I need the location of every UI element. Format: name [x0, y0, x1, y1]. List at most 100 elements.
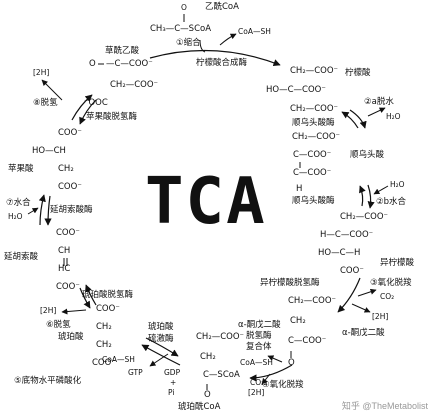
arrow-step3 — [337, 277, 361, 313]
step3-label: ③氧化脱羧 — [370, 278, 412, 288]
arrow-step2a-back — [341, 111, 359, 129]
label-oxaloacetate: 草酰乙酸 — [105, 46, 140, 56]
citrate-line2: HO—C—COO⁻ — [266, 85, 326, 95]
mal-line1: COO⁻ — [58, 128, 82, 138]
label-akg: α-酮戊二酸 — [342, 328, 385, 338]
citrate-line3: CH₂—COO⁻ — [290, 104, 339, 114]
mal-line2: HO—CH — [32, 146, 66, 156]
fum-line4: COO⁻ — [56, 282, 80, 292]
acetyl-formula: CH₃—C—SCoA — [150, 24, 212, 34]
iso-line1: CH₂—COO⁻ — [340, 212, 389, 222]
step5-label: ⑤底物水平磷酸化 — [14, 376, 82, 386]
arrow-2h-sdh — [61, 308, 87, 315]
arrow-step6 — [85, 284, 97, 306]
step7-label: ⑦水合 — [6, 198, 31, 208]
iso-line4: COO⁻ — [340, 266, 364, 276]
cis-line2: C—COO⁻ — [293, 150, 332, 160]
mal-line4: COO⁻ — [58, 182, 82, 192]
acetyl-carbonyl-o: O — [181, 3, 187, 12]
enzyme-akgdh-2: 脱氢酶 — [246, 331, 272, 341]
step6-label: ⑥脱氢 — [46, 320, 71, 330]
arrow-step8-back — [79, 99, 97, 125]
succoa-line3: C—SCoA — [203, 370, 240, 380]
arrow-step1 — [149, 49, 281, 67]
arrow-step2a — [349, 109, 367, 129]
cofactor-2h-idh: [2H] — [372, 312, 389, 321]
label-fumarate: 延胡索酸 — [4, 252, 39, 262]
label-succinate: 琥珀酸 — [58, 332, 84, 342]
coa-sh-top: CoA—SH — [238, 27, 271, 36]
akg-line1: CH₂—COO⁻ — [288, 296, 337, 306]
enzyme-citrate-synthase: 柠檬酸合成酶 — [196, 58, 248, 68]
enzyme-fumarase: 延胡索酸酶 — [50, 205, 93, 215]
cis-h: H — [296, 184, 303, 194]
fum-line1: COO⁻ — [56, 228, 80, 238]
step8-label: ⑧脱氢 — [33, 98, 58, 108]
cofactor-plus: + — [170, 378, 177, 387]
cis-line3: C—COO⁻ — [293, 168, 332, 178]
arrow-step2b-back — [359, 185, 366, 207]
enzyme-sdh: 琥珀酸脱氢酶 — [82, 290, 134, 300]
arrow-coa-akg — [267, 355, 283, 363]
arrow-co2-akg — [261, 373, 271, 385]
oaa-o: O — [89, 59, 96, 69]
label-cis-aconitate: 顺乌头酸 — [350, 150, 385, 160]
enzyme-akgdh-3: 复合体 — [246, 342, 272, 352]
suc-line2: CH₂ — [96, 322, 112, 332]
label-acetyl-coa: 乙酰CoA — [205, 2, 239, 12]
arrow-step4 — [249, 364, 293, 382]
citrate-line1: CH₂—COO⁻ — [290, 66, 339, 76]
cofactor-coa-akg: CoA—SH — [240, 358, 273, 367]
enzyme-aconitase-a: 顺乌头酸酶 — [292, 118, 335, 128]
step1-label: ①缩合 — [176, 38, 201, 48]
arrow-step8 — [71, 94, 93, 121]
arrow-h2o-2b — [373, 185, 389, 195]
arrow-acetylcoa-in — [199, 39, 206, 53]
cofactor-2h-sdh: [2H] — [40, 306, 57, 315]
cofactor-2h-mdh: [2H] — [33, 68, 50, 77]
label-citrate: 柠檬酸 — [345, 68, 371, 78]
suc-line4: COO⁻ — [92, 358, 116, 368]
step4-label: ④氧化脱羧 — [262, 380, 304, 390]
arrow-2h-mdh — [41, 79, 63, 101]
arrow-coa-out — [219, 33, 237, 46]
label-isocitrate: 异柠檬酸 — [380, 258, 415, 268]
oaa-line1: —C—COO⁻ — [106, 59, 153, 69]
cis-line1: CH₂—COO⁻ — [292, 132, 341, 142]
label-succinyl-coa: 琥珀酰CoA — [178, 402, 221, 412]
label-malate: 苹果酸 — [8, 164, 34, 174]
arrow-gtp — [149, 353, 169, 367]
iso-line2: H—C—COO⁻ — [320, 230, 374, 240]
succoa-line2: CH₂ — [200, 352, 216, 362]
cofactor-pi: Pi — [168, 388, 175, 397]
oaa-ooc: ⁻OOC — [84, 98, 108, 108]
arrow-step5-back — [145, 337, 179, 357]
arrow-step2b — [367, 184, 375, 209]
arrow-2h-idh — [351, 303, 371, 313]
cofactor-coa-succ: CoA—SH — [102, 355, 135, 364]
fum-line3: HC — [58, 264, 71, 274]
arrow-step7-back — [44, 195, 52, 226]
cofactor-gdp: GDP — [164, 368, 181, 377]
arrow-step5 — [141, 344, 181, 366]
arrow-step6-back — [79, 287, 91, 309]
arrow-h2o-7 — [27, 207, 39, 215]
oaa-line2: CH₂—COO⁻ — [110, 80, 159, 90]
akg-line2: CH₂ — [290, 316, 306, 326]
succoa-line1: CH₂—COO⁻ — [196, 332, 245, 342]
cofactor-co2-idh: CO₂ — [380, 292, 395, 301]
suc-line3: CH₂ — [96, 340, 112, 350]
cofactor-2h-akg: [2H] — [248, 388, 265, 397]
enzyme-scs-1: 琥珀酸 — [148, 322, 174, 332]
cofactor-h2o-7: H₂O — [8, 212, 23, 221]
fum-line2: CH — [58, 246, 71, 256]
step2b-label: ②b水合 — [376, 197, 407, 207]
cofactor-gtp: GTP — [128, 368, 143, 377]
arrow-co2-idh — [357, 288, 377, 297]
enzyme-scs-2: 硫激酶 — [148, 334, 174, 344]
cofactor-h2o-2a: H₂O — [386, 112, 401, 121]
enzyme-akgdh-1: α-酮戊二酸 — [238, 320, 281, 330]
step2a-label: ②a脱水 — [364, 97, 394, 107]
iso-line3: HO—C—H — [318, 248, 361, 258]
